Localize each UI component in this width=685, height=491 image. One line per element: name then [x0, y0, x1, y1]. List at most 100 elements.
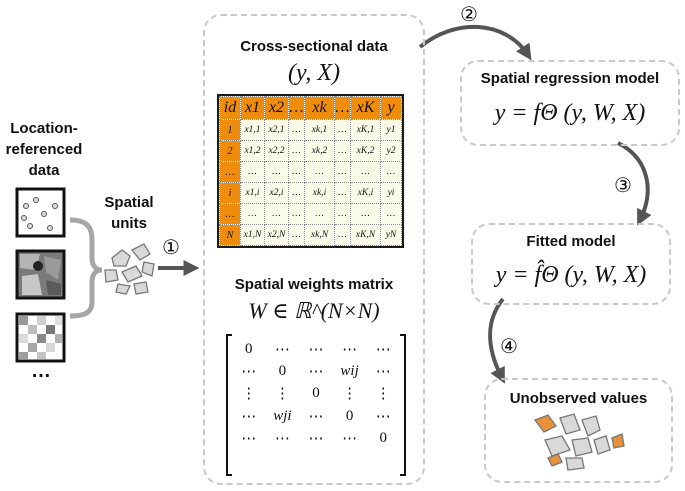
header-cell: x2: [264, 96, 289, 120]
header-cell: id: [219, 96, 241, 120]
table-cell: xK,N: [350, 224, 381, 246]
matrix-entry: ⋯: [308, 430, 324, 447]
fitted-model-formula: y = f̂Θ (y, W, X): [495, 262, 647, 288]
table-cell: x2,i: [264, 182, 289, 204]
matrix-entry: ⋯: [342, 430, 358, 447]
table-cell: xk,i: [304, 182, 335, 204]
weights-matrix-title: Spatial weights matrix: [234, 276, 394, 293]
table-cell: x2,N: [264, 224, 289, 246]
matrix-entry: 0: [278, 362, 287, 379]
table-cell: …: [288, 224, 305, 246]
more-maps-ellipsis: …: [31, 360, 51, 382]
row-id-cell: …: [219, 161, 241, 183]
arrow-step-4: [488, 297, 505, 384]
table-cell: …: [240, 161, 265, 183]
table-cell: yN: [380, 224, 402, 246]
matrix-entry: ⋯: [241, 430, 257, 447]
table-cell: y2: [380, 140, 402, 162]
matrix-entry: ⋯: [308, 363, 324, 380]
matrix-entry: 0: [379, 429, 387, 446]
fitted-model-title: Fitted model: [526, 233, 616, 250]
table-cell: …: [334, 224, 351, 246]
matrix-entry: ⋯: [308, 341, 324, 358]
regression-model-formula: y = fΘ (y, W, X): [494, 100, 646, 126]
matrix-entry: ⋯: [375, 408, 391, 425]
table-cell: …: [288, 182, 305, 204]
table-cell: xk,N: [304, 224, 335, 246]
header-cell: x1: [240, 96, 265, 120]
table-cell: x1,2: [240, 140, 265, 162]
step-1-number: ①: [162, 235, 180, 259]
weights-matrix: 0⋯⋯⋯⋯⋯0⋯wij⋯⋮⋮0⋮⋮⋯wji⋯0⋯⋯⋯⋯⋯0: [226, 334, 406, 476]
data-panel: [203, 14, 425, 485]
table-row: ……………………: [219, 203, 402, 225]
table-cell: xK,2: [350, 140, 381, 162]
matrix-entry: ⋯: [308, 408, 324, 425]
matrix-entry: ⋮: [274, 386, 290, 403]
unobserved-values-title: Unobserved values: [509, 390, 648, 407]
step-4-number: ④: [500, 334, 518, 358]
table-cell: …: [334, 182, 351, 204]
matrix-entry: ⋯: [241, 408, 257, 425]
table-cell: …: [380, 161, 402, 183]
table-cell: …: [288, 119, 305, 141]
table-cell: …: [264, 161, 289, 183]
cross-sectional-title: Cross-sectional data: [240, 38, 388, 55]
table-cell: …: [334, 119, 351, 141]
table-cell: …: [304, 203, 335, 225]
table-cell: …: [334, 140, 351, 162]
header-cell: …: [334, 96, 351, 120]
table-cell: …: [380, 203, 402, 225]
table-cell: …: [334, 203, 351, 225]
point-map-thumbnail: [15, 187, 66, 238]
fitted-model-box: [471, 223, 671, 305]
matrix-entry: 0: [345, 407, 354, 424]
table-cell: yi: [380, 182, 402, 204]
matrix-entry: wji: [273, 407, 292, 424]
table-cell: x2,1: [264, 119, 289, 141]
table-cell: xK,1: [350, 119, 381, 141]
matrix-entry: 0: [245, 340, 253, 357]
table-cell: …: [288, 140, 305, 162]
table-cell: x1,1: [240, 119, 265, 141]
weights-matrix-grid: 0⋯⋯⋯⋯⋯0⋯wij⋯⋮⋮0⋮⋮⋯wji⋯0⋯⋯⋯⋯⋯0: [232, 338, 400, 472]
row-id-cell: 1: [219, 119, 241, 141]
table-row: ……………………: [219, 161, 402, 183]
matrix-entry: ⋮: [375, 386, 391, 403]
step-2-number: ②: [460, 2, 478, 26]
header-cell: xK: [350, 96, 381, 120]
table-cell: …: [350, 161, 381, 183]
table-header-row: id x1 x2 … xk … xK y: [219, 96, 402, 120]
table-cell: x2,2: [264, 140, 289, 162]
arrow-step-3: [617, 141, 652, 226]
row-id-cell: …: [219, 203, 241, 225]
table-cell: y1: [380, 119, 402, 141]
regression-model-box: [460, 60, 680, 146]
table-cell: x1,N: [240, 224, 265, 246]
matrix-entry: ⋯: [274, 430, 290, 447]
row-id-cell: 2: [219, 140, 241, 162]
location-referenced-data-label: Location- referenced data: [5, 120, 83, 179]
table-cell: …: [240, 203, 265, 225]
table-cell: …: [288, 203, 305, 225]
header-cell: …: [288, 96, 305, 120]
table-cell: xk,1: [304, 119, 335, 141]
header-cell: y: [380, 96, 402, 120]
table-cell: …: [334, 161, 351, 183]
header-cell: xk: [304, 96, 335, 120]
weights-matrix-formula: W ∈ ℝ^(N×N): [248, 298, 380, 323]
raster-map-thumbnail: [15, 312, 66, 363]
table-cell: xk,2: [304, 140, 335, 162]
matrix-entry: ⋯: [375, 363, 391, 380]
table-cell: …: [304, 161, 335, 183]
matrix-entry: 0: [312, 385, 320, 402]
polygon-map-thumbnail: [15, 249, 66, 300]
unobserved-values-box: [484, 378, 673, 483]
matrix-entry: ⋮: [241, 386, 257, 403]
